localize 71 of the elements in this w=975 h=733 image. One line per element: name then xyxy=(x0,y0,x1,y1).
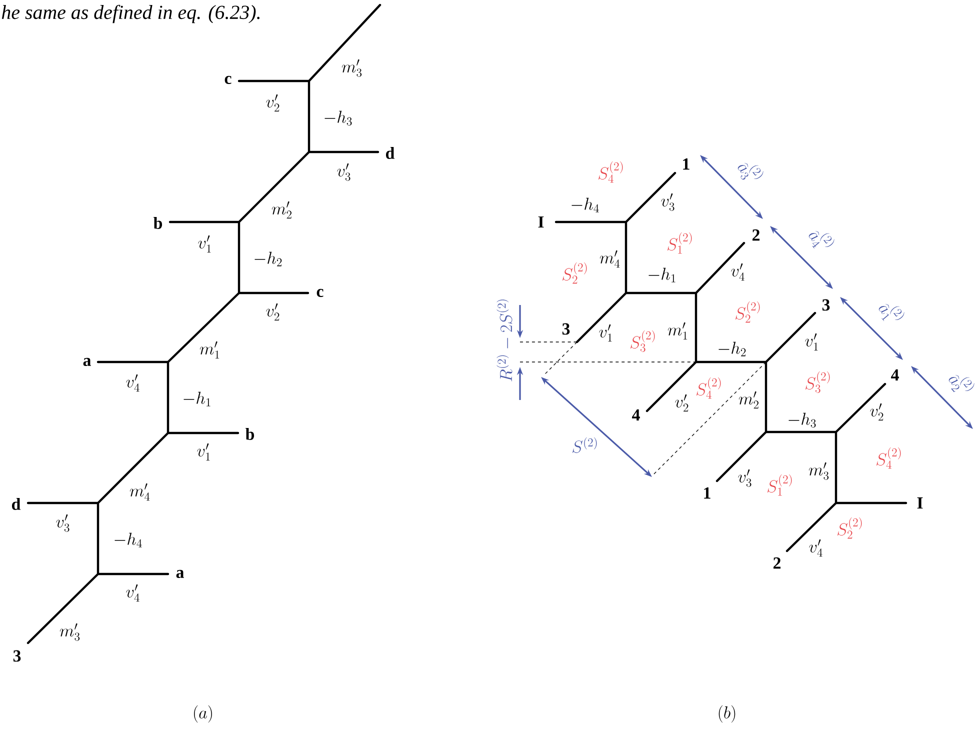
face-label: $S_2^{(2)}$ xyxy=(735,301,760,323)
endpoint-label: 4 xyxy=(891,369,899,381)
endpoint-label: 1 xyxy=(683,158,690,170)
dimension-label: $\widehat{a}_3^{(2)}$ xyxy=(738,162,764,180)
endpoint-label: d xyxy=(386,147,395,159)
segment-label: $v'_1$ xyxy=(197,443,210,461)
face-label: $S_2^{(2)}$ xyxy=(562,262,587,284)
segment-label: $v'_3$ xyxy=(738,469,752,487)
endpoint-label: I xyxy=(917,497,923,509)
segment-label: $m'_3$ xyxy=(60,623,80,641)
segment-label: $v'_2$ xyxy=(870,403,884,421)
segment-label: $-h_2$ xyxy=(718,342,746,356)
segment-label: $v'_4$ xyxy=(126,584,140,602)
dimension-label: $\widehat{a}_1^{(2)}$ xyxy=(878,304,904,322)
endpoint-label: 3 xyxy=(822,299,830,311)
face-label: $S_1^{(2)}$ xyxy=(667,232,692,254)
segment-label: $m'_1$ xyxy=(668,322,688,340)
dimension-label: $R^{(2)}-2S^{(2)}$ xyxy=(496,300,512,382)
face-label: $S_3^{(2)}$ xyxy=(805,371,830,393)
dimension-label: $\widehat{a}_4^{(2)}$ xyxy=(808,230,834,248)
endpoint-label: c xyxy=(316,288,324,298)
panel-caption: $(a)$ xyxy=(194,705,212,723)
text-fragment: he same as defined in eq. (6.23). xyxy=(2,4,260,24)
endpoint-label: b xyxy=(246,428,254,440)
segment-label: $m'_4$ xyxy=(130,483,150,501)
segment-label: $v'_2$ xyxy=(266,303,280,321)
segment-label: $-h_1$ xyxy=(184,392,210,406)
segment-label: $-h_3$ xyxy=(324,110,352,126)
segment-label: $m'_4$ xyxy=(600,250,620,268)
face-label: $S_3^{(2)}$ xyxy=(630,330,655,352)
face-label: $S_4^{(2)}$ xyxy=(696,377,721,399)
panel-caption: $(b)$ xyxy=(718,705,736,723)
segment-label: $v'_3$ xyxy=(337,163,350,181)
segment-label: $-h_4$ xyxy=(572,198,599,212)
segment-label: $m'_1$ xyxy=(200,341,220,359)
segment-label: $v'_1$ xyxy=(198,235,211,253)
endpoint-label: 1 xyxy=(704,487,710,499)
endpoint-label: a xyxy=(83,358,91,366)
segment-label: $m'_3$ xyxy=(342,59,362,77)
segment-label: $v'_4$ xyxy=(809,539,822,557)
endpoint-label: 4 xyxy=(632,409,640,421)
segment-label: $-h_1$ xyxy=(648,268,676,282)
endpoint-label: b xyxy=(154,217,162,229)
segment-label: $v'_1$ xyxy=(599,324,612,342)
segment-label: $-h_3$ xyxy=(788,412,816,428)
segment-label: $m'_2$ xyxy=(738,391,758,409)
segment-label: $m'_2$ xyxy=(272,201,292,219)
endpoint-label: d xyxy=(12,498,21,510)
endpoint-label: I xyxy=(538,216,544,228)
segment-label: $v'_4$ xyxy=(126,374,140,392)
endpoint-label: a xyxy=(176,570,184,578)
segment-label: $-h_2$ xyxy=(254,252,282,266)
endpoint-label: 2 xyxy=(774,557,780,569)
endpoint-label: 2 xyxy=(752,229,760,241)
endpoint-label: 3 xyxy=(13,650,21,662)
segment-label: $v'_2$ xyxy=(675,394,688,412)
segment-label: $v'_3$ xyxy=(661,193,674,211)
face-label: $S_4^{(2)}$ xyxy=(598,161,623,183)
endpoint-label: 3 xyxy=(562,323,570,335)
face-label: $S_1^{(2)}$ xyxy=(767,474,792,496)
segment-label: $-h_4$ xyxy=(114,532,142,548)
segment-label: $v'_4$ xyxy=(731,263,744,281)
segment-label: $v'_2$ xyxy=(266,94,280,112)
segment-label: $v'_1$ xyxy=(805,333,818,351)
endpoint-label: c xyxy=(224,76,232,84)
face-label: $S_4^{(2)}$ xyxy=(876,447,901,469)
segment-label: $m'_3$ xyxy=(808,462,829,480)
dimension-label: $S^{(2)}$ xyxy=(572,437,597,453)
face-label: $S_2^{(2)}$ xyxy=(837,517,862,539)
dimension-label: $\widehat{a}_2^{(2)}$ xyxy=(948,374,974,392)
segment-label: $v'_3$ xyxy=(56,514,70,532)
